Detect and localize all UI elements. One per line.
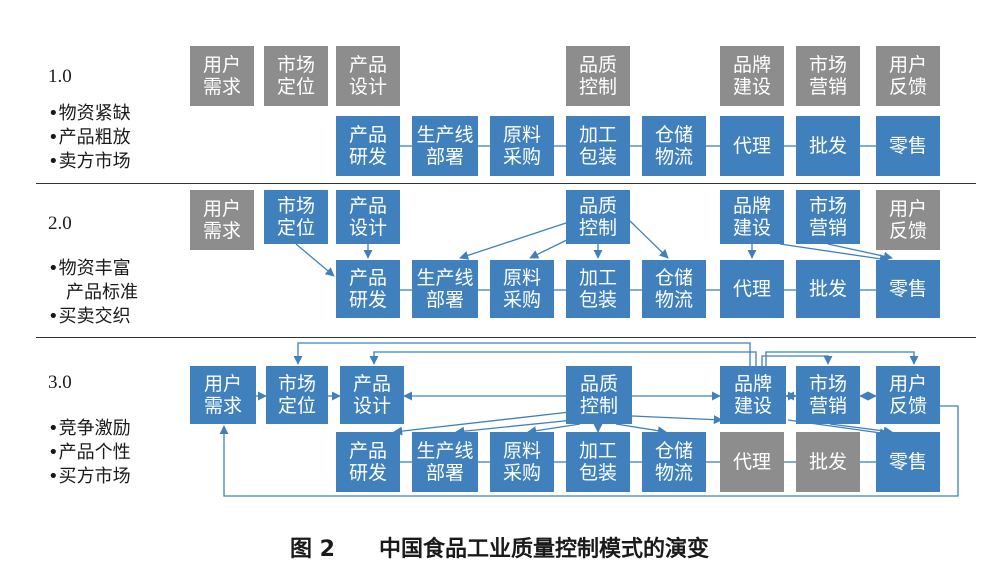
version-3-bullet-1: •竞争激励 [48, 418, 131, 439]
v1-processing-box: 加工包装 [566, 116, 630, 176]
v3-agency-box: 代理 [720, 432, 784, 492]
v3-user-feedback-box: 用户反馈 [876, 366, 940, 424]
v3-production-line-box: 生产线部署 [412, 432, 478, 492]
v3-processing-box: 加工包装 [566, 432, 630, 492]
v2-product-design-box: 产品设计 [336, 190, 400, 244]
v3-market-position-box: 市场定位 [266, 366, 328, 424]
v1-logistics-box: 仓储物流 [642, 116, 706, 176]
version-label-1: 1.0 [48, 66, 72, 87]
v2-market-position-box: 市场定位 [264, 190, 328, 244]
version-2-bullet-2: 产品标准 [66, 282, 138, 303]
v1-agency-box: 代理 [720, 116, 784, 176]
version-label-2: 2.0 [48, 213, 72, 234]
v1-market-position-box: 市场定位 [264, 46, 328, 106]
v3-raw-purchase-box: 原料采购 [490, 432, 554, 492]
v3-product-rd-box: 产品研发 [336, 432, 400, 492]
v2-wholesale-box: 批发 [796, 260, 860, 318]
version-1-bullet-1: •物资紧缺 [48, 103, 131, 124]
v2-quality-control-box: 品质控制 [566, 190, 630, 244]
v3-wholesale-box: 批发 [796, 432, 860, 492]
v2-agency-box: 代理 [720, 260, 784, 318]
figure-caption: 图 2 中国食品工业质量控制模式的演变 [290, 537, 709, 562]
v1-marketing-box: 市场营销 [796, 46, 860, 106]
v3-logistics-box: 仓储物流 [642, 432, 706, 492]
v1-production-line-box: 生产线部署 [412, 116, 478, 176]
v2-processing-box: 加工包装 [566, 260, 630, 318]
section-divider-1 [36, 183, 976, 184]
v2-product-rd-box: 产品研发 [336, 260, 400, 318]
version-2-bullet-3: •买卖交织 [48, 306, 131, 327]
v3-marketing-box: 市场营销 [796, 366, 860, 424]
v3-quality-control-box: 品质控制 [566, 366, 632, 424]
version-1-bullet-2: •产品粗放 [48, 127, 131, 148]
v2-retail-box: 零售 [876, 260, 940, 318]
v2-marketing-box: 市场营销 [796, 190, 860, 244]
v2-brand-building-box: 品牌建设 [720, 190, 784, 244]
v2-raw-purchase-box: 原料采购 [490, 260, 554, 318]
v3-retail-box: 零售 [876, 432, 940, 492]
version-3-bullet-2: •产品个性 [48, 442, 131, 463]
v3-user-demand-box: 用户需求 [190, 366, 256, 424]
v1-user-demand-box: 用户需求 [190, 46, 254, 106]
v1-product-rd-box: 产品研发 [336, 116, 400, 176]
v1-raw-purchase-box: 原料采购 [490, 116, 554, 176]
v1-quality-control-box: 品质控制 [566, 46, 630, 106]
v3-brand-building-box: 品牌建设 [720, 366, 786, 424]
version-label-3: 3.0 [48, 372, 72, 393]
v1-retail-box: 零售 [876, 116, 940, 176]
version-2-bullet-1: •物资丰富 [48, 258, 131, 279]
v2-user-feedback-box: 用户反馈 [876, 190, 940, 250]
v1-product-design-box: 产品设计 [336, 46, 400, 106]
v1-brand-building-box: 品牌建设 [720, 46, 784, 106]
v1-wholesale-box: 批发 [796, 116, 860, 176]
version-1-bullet-3: •卖方市场 [48, 151, 131, 172]
version-3-bullet-3: •买方市场 [48, 466, 131, 487]
v1-user-feedback-box: 用户反馈 [876, 46, 940, 106]
v2-user-demand-box: 用户需求 [190, 190, 254, 250]
v3-product-design-box: 产品设计 [340, 366, 404, 424]
section-divider-2 [36, 337, 976, 338]
v2-production-line-box: 生产线部署 [412, 260, 478, 318]
v2-logistics-box: 仓储物流 [642, 260, 706, 318]
